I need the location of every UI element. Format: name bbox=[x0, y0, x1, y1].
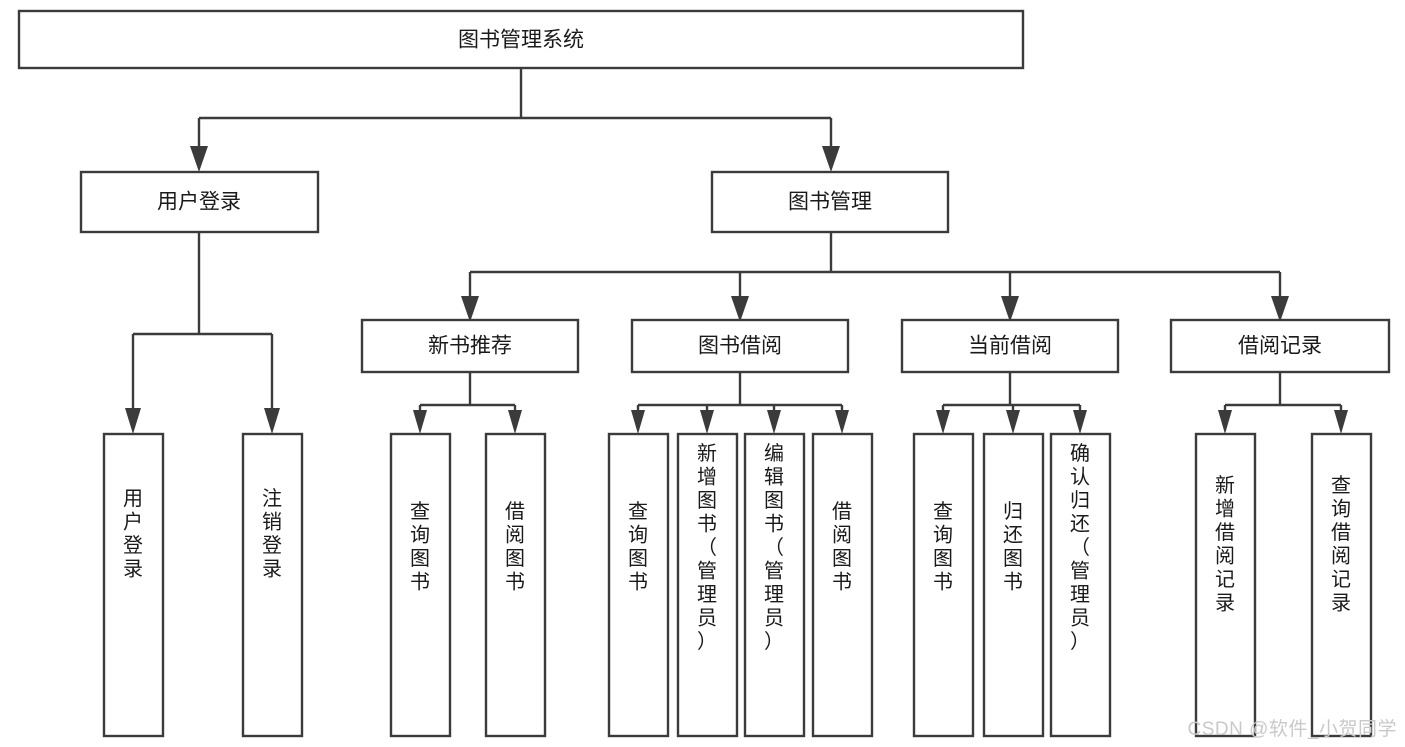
node-leaf-query-book-3-label: 查询图书 bbox=[933, 500, 953, 594]
node-book-manage[interactable]: 图书管理 bbox=[710, 170, 950, 234]
node-borrow-record-box[interactable] bbox=[1169, 318, 1391, 374]
arrow-head-leaf-edit-book bbox=[767, 410, 781, 434]
arrow-head-borrow-record bbox=[1271, 296, 1289, 322]
node-leaf-edit-book-box[interactable] bbox=[743, 432, 806, 738]
node-root-label: 图书管理系统 bbox=[458, 29, 584, 52]
node-leaf-borrow-book-1-box[interactable] bbox=[484, 432, 547, 738]
node-leaf-edit-book-label: 编辑图书（管理员） bbox=[764, 442, 784, 653]
node-leaf-add-record[interactable]: 新增借阅记录 bbox=[1194, 432, 1257, 738]
node-new-book-rec[interactable]: 新书推荐 bbox=[360, 318, 580, 374]
node-current-borrow[interactable]: 当前借阅 bbox=[900, 318, 1120, 374]
node-leaf-query-book-1[interactable]: 查询图书 bbox=[389, 432, 452, 738]
node-leaf-query-book-1-box[interactable] bbox=[389, 432, 452, 738]
node-leaf-query-book-2-label: 查询图书 bbox=[628, 500, 648, 594]
node-leaf-query-book-2[interactable]: 查询图书 bbox=[607, 432, 670, 738]
node-leaf-return-book-label: 归还图书 bbox=[1003, 500, 1023, 594]
connector-layer bbox=[125, 68, 1348, 434]
node-user-login[interactable]: 用户登录 bbox=[79, 170, 320, 234]
node-leaf-user-logout-label: 注销登录 bbox=[262, 487, 282, 581]
node-leaf-query-record-label: 查询借阅记录 bbox=[1331, 474, 1351, 615]
arrow-head-leaf-borrow-book-2 bbox=[835, 410, 849, 434]
arrow-head-book-borrow bbox=[731, 296, 749, 322]
node-leaf-edit-book[interactable]: 编辑图书（管理员） bbox=[743, 432, 806, 738]
node-leaf-add-record-label: 新增借阅记录 bbox=[1215, 474, 1235, 615]
node-borrow-record-label: 借阅记录 bbox=[1238, 335, 1322, 358]
node-leaf-user-login-label: 用户登录 bbox=[123, 488, 143, 581]
node-leaf-add-book-box[interactable] bbox=[676, 432, 739, 738]
node-leaf-query-record[interactable]: 查询借阅记录 bbox=[1310, 432, 1373, 738]
node-current-borrow-box[interactable] bbox=[900, 318, 1120, 374]
arrow-head-new-book-rec bbox=[461, 296, 479, 322]
node-leaf-confirm-return-box[interactable] bbox=[1049, 432, 1112, 738]
node-book-borrow-label: 图书借阅 bbox=[698, 335, 782, 358]
node-user-login-label: 用户登录 bbox=[157, 191, 241, 214]
arrow-head-leaf-query-book-3 bbox=[936, 410, 950, 434]
node-leaf-borrow-book-1[interactable]: 借阅图书 bbox=[484, 432, 547, 738]
node-leaf-borrow-book-2-box[interactable] bbox=[811, 432, 874, 738]
node-current-borrow-label: 当前借阅 bbox=[968, 335, 1052, 358]
node-leaf-query-record-box[interactable] bbox=[1310, 432, 1373, 738]
node-leaf-add-book[interactable]: 新增图书（管理员） bbox=[676, 432, 739, 738]
node-leaf-return-book-box[interactable] bbox=[982, 432, 1045, 738]
node-leaf-borrow-book-1-label: 借阅图书 bbox=[505, 500, 525, 594]
node-leaf-add-record-box[interactable] bbox=[1194, 432, 1257, 738]
arrow-head-leaf-borrow-book-1 bbox=[508, 410, 522, 434]
arrow-head-book-manage bbox=[822, 146, 840, 172]
arrow-head-leaf-add-book bbox=[700, 410, 714, 434]
node-leaf-add-book-label: 新增图书（管理员） bbox=[697, 442, 717, 653]
node-leaf-borrow-book-2-label: 借阅图书 bbox=[832, 500, 852, 594]
node-book-borrow[interactable]: 图书借阅 bbox=[630, 318, 850, 374]
node-borrow-record[interactable]: 借阅记录 bbox=[1169, 318, 1391, 374]
arrow-head-current-borrow bbox=[1001, 296, 1019, 322]
node-book-manage-label: 图书管理 bbox=[788, 191, 872, 214]
node-leaf-borrow-book-2[interactable]: 借阅图书 bbox=[811, 432, 874, 738]
node-leaf-confirm-return-label: 确认归还（管理员） bbox=[1070, 442, 1090, 653]
node-new-book-rec-label: 新书推荐 bbox=[428, 335, 512, 358]
node-leaf-return-book[interactable]: 归还图书 bbox=[982, 432, 1045, 738]
arrow-head-leaf-user-login bbox=[125, 408, 141, 434]
arrow-head-user-login bbox=[190, 146, 208, 172]
node-leaf-confirm-return[interactable]: 确认归还（管理员） bbox=[1049, 432, 1112, 738]
node-user-login-box[interactable] bbox=[79, 170, 320, 234]
arrow-head-leaf-query-book-1 bbox=[413, 410, 427, 434]
arrow-head-leaf-query-record bbox=[1334, 410, 1348, 434]
node-leaf-query-book-3-box[interactable] bbox=[912, 432, 975, 738]
arrow-head-leaf-add-record bbox=[1218, 410, 1232, 434]
node-leaf-query-book-2-box[interactable] bbox=[607, 432, 670, 738]
arrow-head-leaf-user-logout bbox=[264, 408, 280, 434]
node-new-book-rec-box[interactable] bbox=[360, 318, 580, 374]
node-leaf-user-logout[interactable]: 注销登录 bbox=[241, 432, 304, 738]
node-root-box[interactable] bbox=[17, 9, 1025, 70]
arrow-head-leaf-confirm-return bbox=[1073, 410, 1087, 434]
arrow-head-leaf-query-book-2 bbox=[631, 410, 645, 434]
node-book-manage-box[interactable] bbox=[710, 170, 950, 234]
node-leaf-query-book-3[interactable]: 查询图书 bbox=[912, 432, 975, 738]
node-leaf-user-login[interactable]: 用户登录 bbox=[102, 432, 165, 738]
node-leaf-user-logout-box[interactable] bbox=[241, 432, 304, 738]
node-leaf-query-book-1-label: 查询图书 bbox=[410, 500, 430, 594]
node-root[interactable]: 图书管理系统 bbox=[17, 9, 1025, 70]
node-leaf-user-login-box[interactable] bbox=[102, 432, 165, 738]
arrow-head-leaf-return-book bbox=[1006, 410, 1020, 434]
node-book-borrow-box[interactable] bbox=[630, 318, 850, 374]
